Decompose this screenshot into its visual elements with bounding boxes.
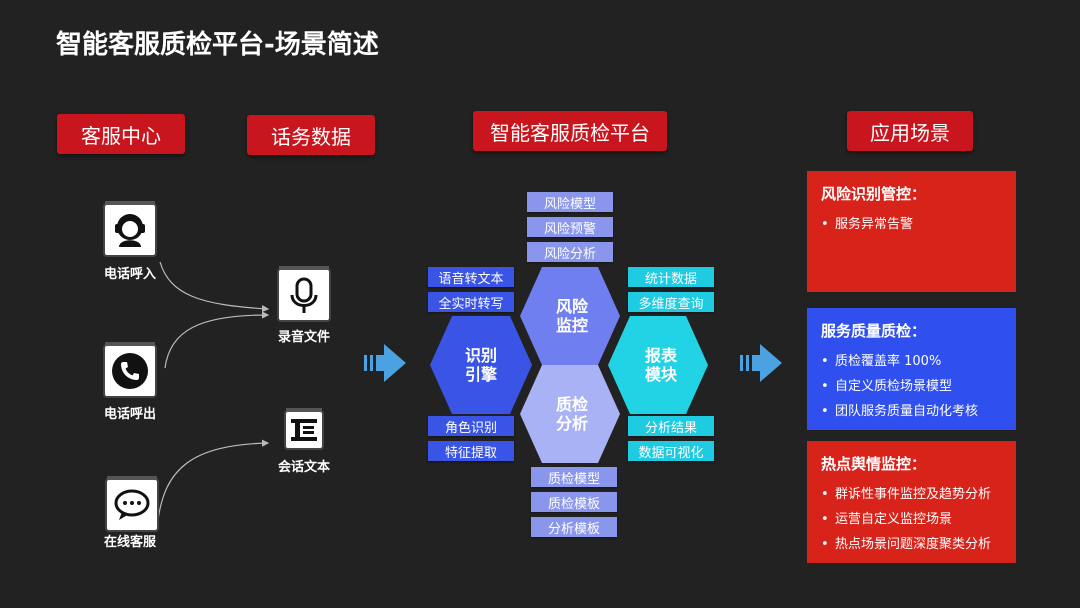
data-label-recording: 录音文件 [277,330,330,345]
source-label-call-out: 电话呼出 [103,407,156,422]
scenario-item: 质检覆盖率 100% [821,349,1002,374]
scenario-panel-hotspot: 热点舆情监控： 群诉性事件监控及趋势分析 运营自定义监控场景 热点场景问题深度聚… [807,441,1016,563]
scenario-item: 运营自定义监控场景 [821,507,1002,532]
microphone-icon [279,266,329,320]
tag-qc-template: 质检模板 [531,492,617,512]
tag-feature-extraction: 特征提取 [428,441,514,461]
tag-statistics: 统计数据 [628,267,714,287]
hex-report [608,316,708,414]
connector-call-in-to-recording [159,261,270,313]
header-service-center: 客服中心 [57,114,185,154]
flow-arrow-icon [740,344,782,382]
headset-agent-icon [105,201,155,255]
scenario-title: 风险识别管控： [821,185,927,203]
hex-risk [520,267,620,365]
scenario-item: 群诉性事件监控及趋势分析 [821,482,1002,507]
scenario-title: 热点舆情监控： [821,455,927,473]
hex-recognition [430,316,532,414]
tag-role-recognition: 角色识别 [428,416,514,436]
header-scenarios: 应用场景 [847,111,973,151]
source-label-call-in: 电话呼入 [103,267,156,282]
tag-risk-analysis: 风险分析 [527,242,613,262]
source-label-online: 在线客服 [103,535,156,550]
scenario-item: 团队服务质量自动化考核 [821,399,1002,424]
hex-label-recognition: 识别 引擎 [464,346,497,384]
scenario-title: 服务质量质检： [821,322,927,340]
hex-quality [520,365,620,463]
header-call-data: 话务数据 [247,115,375,155]
hex-label-quality: 质检 分析 [555,395,588,433]
scenario-item: 热点场景问题深度聚类分析 [821,532,1002,557]
scenario-item: 自定义质检场景模型 [821,374,1002,399]
page-title: 智能客服质检平台-场景简述 [56,30,379,60]
tag-speech-to-text: 语音转文本 [428,267,514,287]
connector-online-to-text [157,439,270,521]
data-label-session-text: 会话文本 [277,460,330,475]
tag-multidim-query: 多维度查询 [628,292,714,312]
tag-qc-model: 质检模型 [531,467,617,487]
phone-icon [105,342,155,396]
scenario-panel-risk: 风险识别管控： 服务异常告警 [807,171,1016,292]
tag-risk-warning: 风险预警 [527,217,613,237]
tag-analysis-template: 分析模板 [531,517,617,537]
text-document-icon [286,408,322,448]
header-platform: 智能客服质检平台 [473,111,667,151]
chat-bubbles-icon [107,476,157,530]
scenario-panel-quality: 服务质量质检： 质检覆盖率 100% 自定义质检场景模型 团队服务质量自动化考核 [807,308,1016,430]
tag-data-visualization: 数据可视化 [628,441,714,461]
tag-risk-model: 风险模型 [527,192,613,212]
tag-analysis-results: 分析结果 [628,416,714,436]
flow-arrow-icon [364,344,406,382]
connector-call-out-to-recording [164,311,270,369]
scenario-item: 服务异常告警 [821,212,1002,237]
platform-hexagons [430,267,708,463]
hex-label-risk: 风险 监控 [555,297,588,335]
hex-label-report: 报表 模块 [644,346,677,384]
tag-realtime-transcription: 全实时转写 [428,292,514,312]
